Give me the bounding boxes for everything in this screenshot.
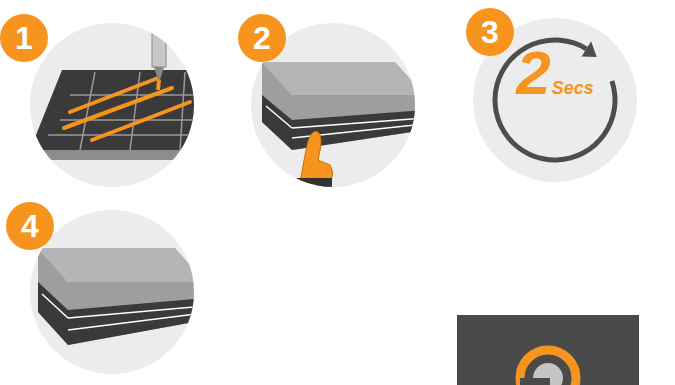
step-badge: 2 <box>238 14 286 62</box>
finished-strip <box>38 248 205 345</box>
timer-arrow <box>493 38 618 163</box>
step-number: 4 <box>21 210 39 242</box>
step-number: 2 <box>253 22 271 54</box>
timer-arc <box>493 38 618 163</box>
timer-text: 2 <box>516 42 550 104</box>
step-number: 1 <box>15 22 33 54</box>
adhesive-application <box>30 6 232 160</box>
step-number: 3 <box>481 16 499 48</box>
step-badge: 4 <box>6 202 54 250</box>
press-strip <box>262 62 425 188</box>
step-badge: 3 <box>466 8 514 56</box>
step-badge: 1 <box>0 14 48 62</box>
arrow-head <box>582 41 597 57</box>
timer-text: Secs <box>552 79 594 97</box>
logo-tile <box>457 315 639 385</box>
timer-circle: 2Secs <box>495 42 615 158</box>
